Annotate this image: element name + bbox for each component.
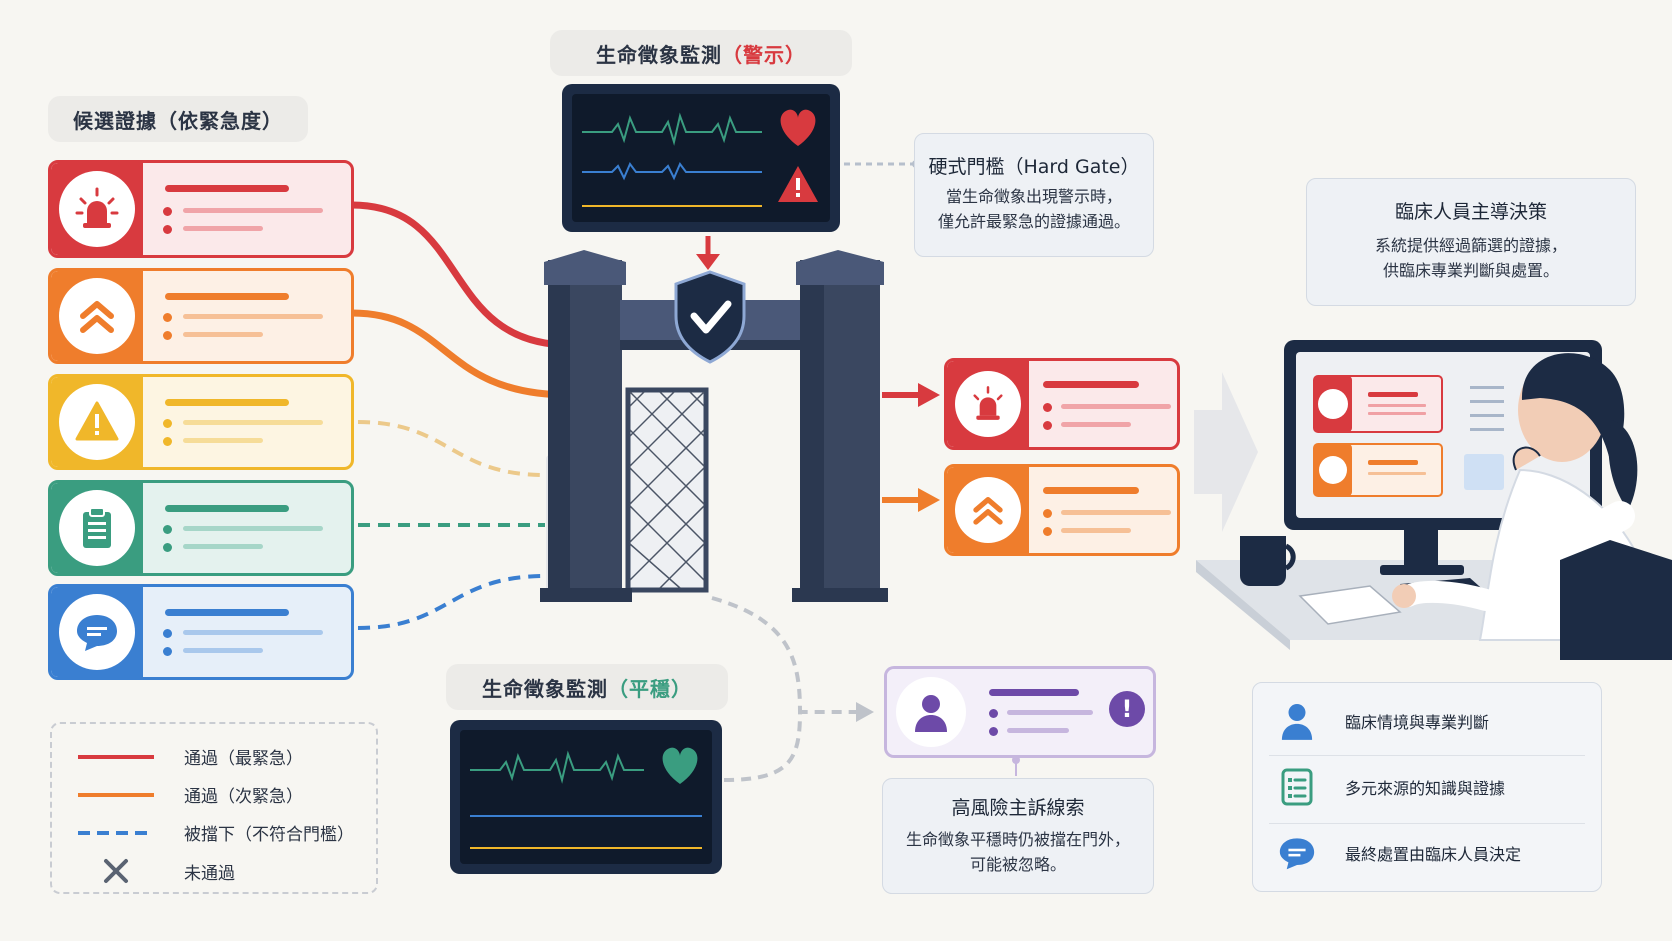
chat-icon — [1277, 833, 1317, 873]
siren-icon — [955, 371, 1021, 437]
passed-card-urgent[interactable] — [944, 464, 1180, 556]
heart-icon — [780, 109, 816, 146]
gate — [540, 250, 888, 602]
summary-item-evidence: 多元來源的知識與證據 — [1277, 767, 1505, 807]
evidence-card-warning[interactable] — [48, 374, 354, 470]
clipboard-icon — [59, 490, 135, 566]
evidence-card-chat[interactable] — [48, 584, 354, 680]
evidence-card-urgent[interactable] — [48, 268, 354, 364]
hard-gate-info: 硬式門檻（Hard Gate） 當生命徵象出現警示時， 僅允許最緊急的證據通過。 — [914, 133, 1154, 257]
vital-monitor-stable — [450, 720, 722, 874]
evidence-card-critical[interactable] — [48, 160, 354, 258]
summary-item-context: 臨床情境與專業判斷 — [1277, 701, 1489, 741]
legend-item-pass-urgent: 通過（次緊急） — [78, 787, 303, 807]
clinician-summary: 臨床情境與專業判斷 多元來源的知識與證據 最終處置由臨床人員決定 — [1252, 682, 1602, 892]
double-chevron-up-icon — [59, 278, 135, 354]
legend: 通過（最緊急） 通過（次緊急） 被擋下（不符合門檻） 未通過 — [50, 722, 378, 894]
high-risk-card[interactable]: ! — [884, 666, 1156, 758]
vital-monitor-alert — [562, 84, 840, 232]
exclamation-icon: ! — [1109, 691, 1145, 727]
checklist-icon — [1277, 767, 1317, 807]
legend-item-not-passed: 未通過 — [76, 858, 235, 884]
double-chevron-up-icon — [955, 477, 1021, 543]
legend-item-pass-critical: 通過（最緊急） — [78, 749, 303, 769]
clinician-decision-info: 臨床人員主導決策 系統提供經過篩選的證據， 供臨床專業判斷與處置。 — [1306, 178, 1636, 306]
blocked-curve-blue — [357, 574, 546, 630]
legend-item-blocked: 被擋下（不符合門檻） — [78, 825, 354, 845]
patient-icon — [896, 677, 966, 747]
pass-curve-orange — [351, 309, 571, 399]
pass-curve-red — [351, 201, 571, 349]
evidence-card-clipboard[interactable] — [48, 480, 354, 576]
warning-icon — [59, 384, 135, 460]
heart-icon — [662, 747, 698, 784]
vital-alert-title: 生命徵象監測（警示） — [550, 30, 852, 76]
person-icon — [1277, 701, 1317, 741]
high-risk-info: 高風險主訴線索 生命徵象平穩時仍被擋在門外， 可能被忽略。 — [882, 778, 1154, 894]
summary-item-final-decision: 最終處置由臨床人員決定 — [1277, 833, 1521, 873]
passed-card-critical[interactable] — [944, 358, 1180, 450]
chat-bubble-icon — [59, 594, 135, 670]
siren-icon — [59, 171, 135, 247]
clinician-scene — [1196, 340, 1672, 660]
blocked-curve-yellow — [357, 420, 546, 477]
vital-stable-title: 生命徵象監測（平穩） — [446, 664, 728, 710]
candidate-evidence-title: 候選證據（依緊急度） — [48, 96, 308, 142]
